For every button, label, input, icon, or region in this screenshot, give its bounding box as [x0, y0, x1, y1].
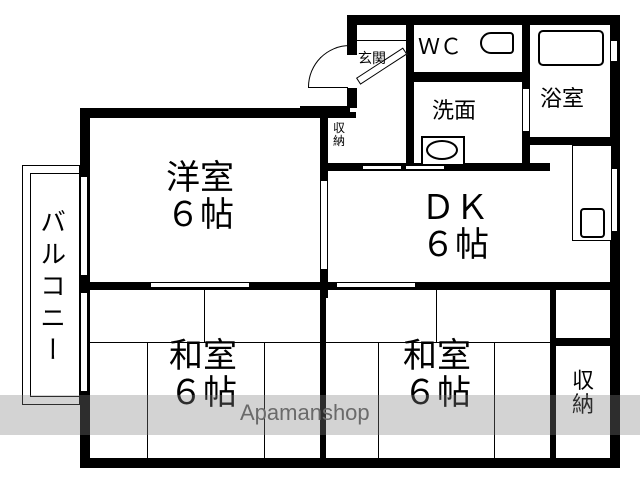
washroom-label: 洗面 [432, 99, 477, 124]
toilet-icon [480, 32, 514, 54]
storage-small-label: 収納 [332, 121, 345, 149]
entrance-label: 玄関 [358, 51, 386, 67]
bathroom-label: 浴室 [540, 87, 585, 112]
wall [347, 15, 620, 25]
storage-right-label: 収納 [571, 369, 594, 419]
wall [412, 72, 530, 82]
wall [610, 15, 620, 468]
watermark-band [0, 395, 640, 435]
watermark: Apamanshop [240, 400, 370, 425]
door-swing [308, 45, 351, 88]
wall [80, 108, 330, 118]
window [80, 292, 88, 392]
toilet-label: ＷＣ [418, 35, 463, 60]
wall [80, 458, 620, 468]
wall [347, 15, 357, 55]
balcony-label: バルコニー [35, 208, 66, 368]
bathtub-icon [538, 30, 604, 66]
wall [406, 15, 414, 170]
balcony-inner [30, 173, 80, 397]
wall [530, 137, 615, 145]
wall [347, 88, 357, 108]
kitchen-sink-icon [580, 208, 605, 238]
window [80, 176, 88, 276]
